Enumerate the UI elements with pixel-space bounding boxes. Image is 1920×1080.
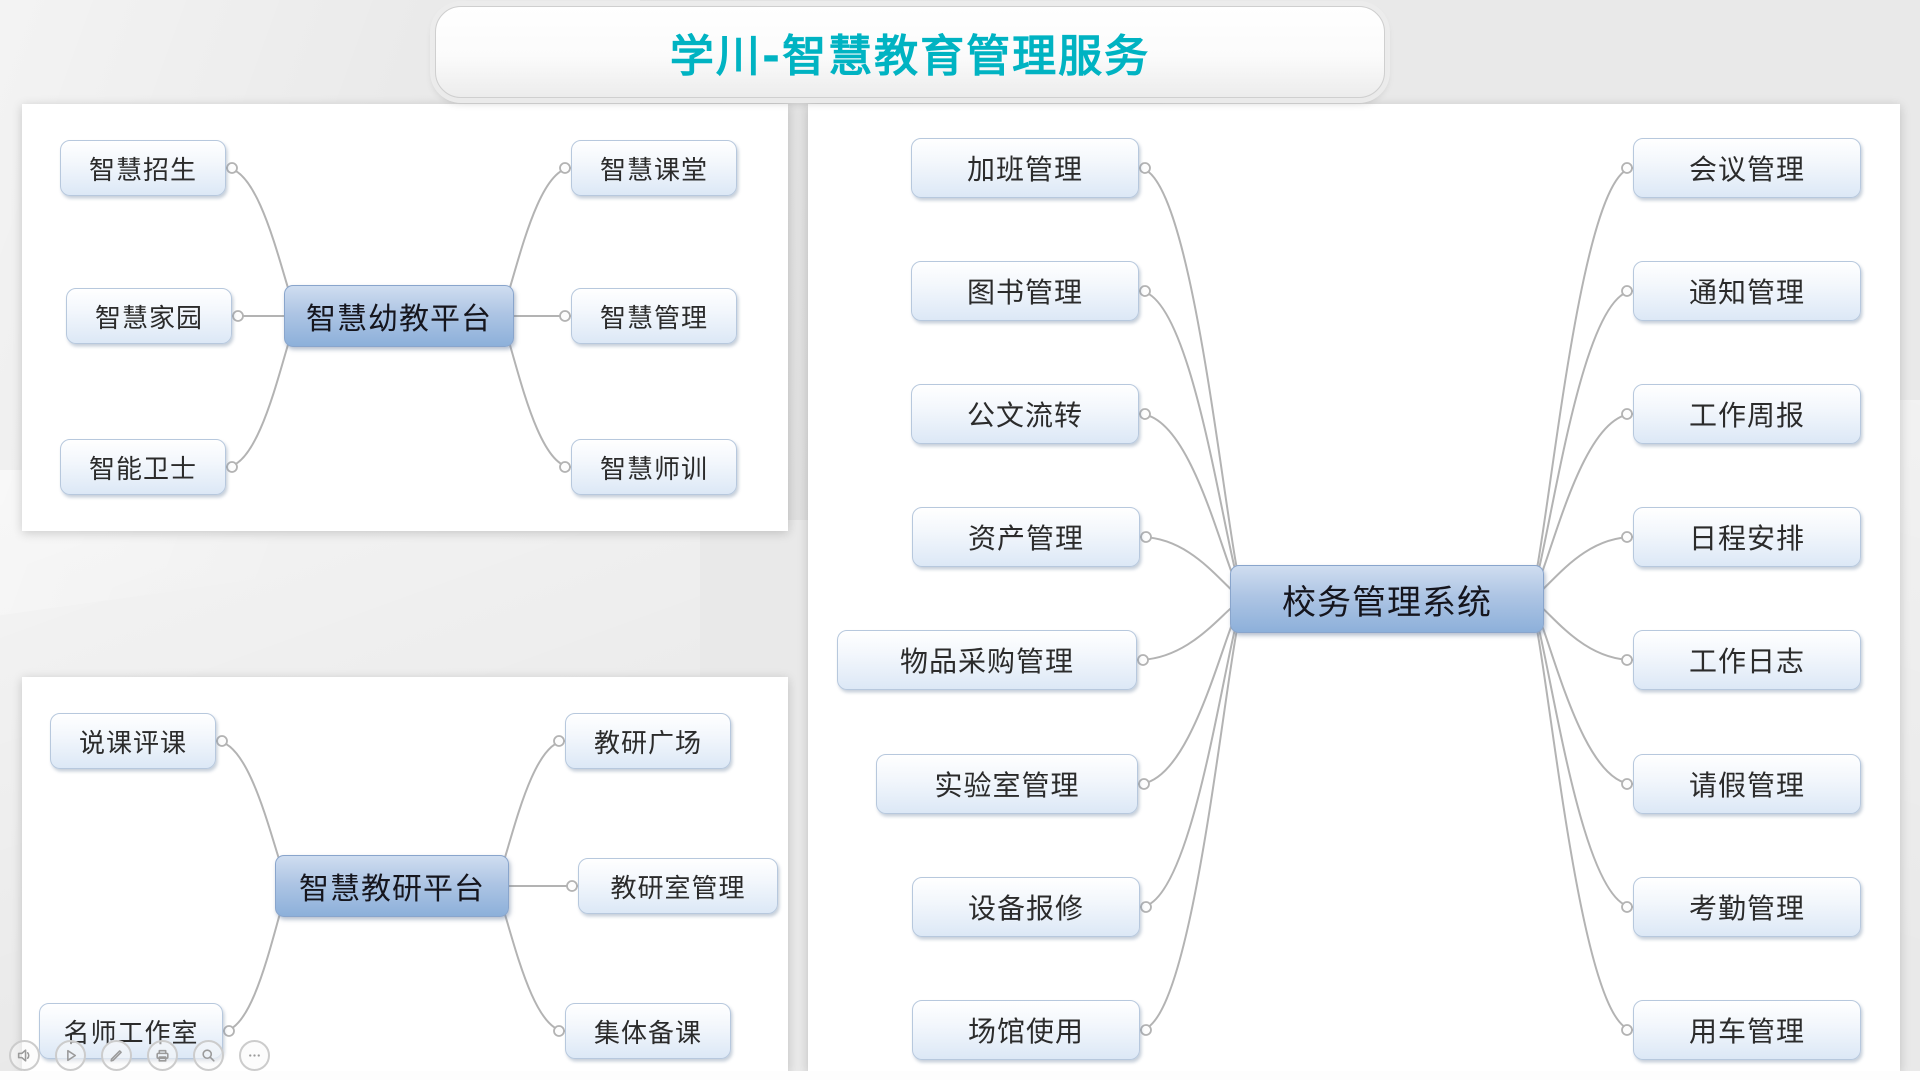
node-research-right-0: 教研广场 (565, 713, 731, 769)
node-preschool-right-1-label: 智慧管理 (599, 303, 708, 334)
node-preschool-right-1: 智慧管理 (571, 288, 737, 344)
node-research-center-label: 智慧教研平台 (299, 872, 485, 907)
node-preschool-right-2: 智慧师训 (571, 439, 737, 495)
node-school-left-0-label: 加班管理 (966, 153, 1083, 186)
node-preschool-left-1-label: 智慧家园 (94, 303, 203, 334)
node-school-left-0: 加班管理 (911, 138, 1139, 198)
node-school-left-7-label: 场馆使用 (967, 1015, 1084, 1048)
node-school-left-6: 设备报修 (912, 877, 1140, 937)
node-preschool-center-label: 智慧幼教平台 (306, 302, 492, 337)
node-research-left-1-label: 名师工作室 (63, 1018, 199, 1049)
page-title: 学川-智慧教育管理服务 (669, 31, 1151, 82)
node-school-left-3: 资产管理 (912, 507, 1140, 567)
printer-icon (156, 1049, 169, 1062)
node-school-right-6-label: 考勤管理 (1688, 892, 1805, 925)
node-school-right-7-label: 用车管理 (1688, 1015, 1805, 1048)
pencil-icon (110, 1050, 122, 1062)
node-preschool-right-2-label: 智慧师训 (599, 454, 708, 485)
node-preschool-left-2-label: 智能卫士 (88, 454, 197, 485)
node-preschool-right-0: 智慧课堂 (571, 140, 737, 196)
player-controls (9, 1040, 270, 1071)
node-preschool-left-0-label: 智慧招生 (88, 155, 197, 186)
pencil-button[interactable] (101, 1040, 132, 1071)
node-research-right-2: 集体备课 (565, 1003, 731, 1059)
node-preschool-left-2: 智能卫士 (60, 439, 226, 495)
node-research-left-0-label: 说课评课 (78, 728, 187, 759)
node-school-right-2: 工作周报 (1633, 384, 1861, 444)
node-school-left-4-label: 物品采购管理 (899, 645, 1074, 678)
node-school-left-4: 物品采购管理 (837, 630, 1137, 690)
node-school-right-6: 考勤管理 (1633, 877, 1861, 937)
node-school-right-3-label: 日程安排 (1688, 522, 1805, 555)
node-school-left-3-label: 资产管理 (967, 522, 1084, 555)
node-research-right-0-label: 教研广场 (593, 728, 702, 759)
node-school-right-7: 用车管理 (1633, 1000, 1861, 1060)
node-school-left-5-label: 实验室管理 (934, 769, 1080, 802)
play-button[interactable] (55, 1040, 86, 1071)
node-research-center: 智慧教研平台 (275, 855, 509, 917)
volume-button[interactable] (9, 1040, 40, 1071)
node-research-right-1-label: 教研室管理 (610, 873, 746, 904)
more-icon (249, 1054, 260, 1057)
title-banner: 学川-智慧教育管理服务 (435, 6, 1385, 98)
node-research-right-1: 教研室管理 (578, 858, 778, 914)
node-school-right-2-label: 工作周报 (1688, 399, 1805, 432)
node-preschool-left-0: 智慧招生 (60, 140, 226, 196)
node-school-left-1: 图书管理 (911, 261, 1139, 321)
node-school-right-5: 请假管理 (1633, 754, 1861, 814)
node-preschool-right-0-label: 智慧课堂 (599, 155, 708, 186)
node-school-right-4-label: 工作日志 (1688, 645, 1805, 678)
node-school-left-2-label: 公文流转 (966, 399, 1083, 432)
magnifier-icon (202, 1049, 215, 1062)
node-school-right-0: 会议管理 (1633, 138, 1861, 198)
node-preschool-center: 智慧幼教平台 (284, 285, 514, 347)
node-school-left-5: 实验室管理 (876, 754, 1138, 814)
node-school-center: 校务管理系统 (1230, 565, 1544, 633)
printer-button[interactable] (147, 1040, 178, 1071)
node-research-right-2-label: 集体备课 (593, 1018, 702, 1049)
node-school-left-6-label: 设备报修 (967, 892, 1084, 925)
bottom-strip (0, 1071, 1920, 1080)
node-school-center-label: 校务管理系统 (1282, 582, 1492, 623)
volume-icon (17, 1049, 30, 1062)
node-school-right-3: 日程安排 (1633, 507, 1861, 567)
node-school-right-4: 工作日志 (1633, 630, 1861, 690)
node-preschool-left-1: 智慧家园 (66, 288, 232, 344)
node-school-right-1-label: 通知管理 (1688, 276, 1805, 309)
magnifier-button[interactable] (193, 1040, 224, 1071)
node-school-left-7: 场馆使用 (912, 1000, 1140, 1060)
node-school-right-5-label: 请假管理 (1688, 769, 1805, 802)
more-button[interactable] (239, 1040, 270, 1071)
play-icon (67, 1049, 77, 1062)
node-school-left-2: 公文流转 (911, 384, 1139, 444)
node-school-right-0-label: 会议管理 (1688, 153, 1805, 186)
node-school-left-1-label: 图书管理 (966, 276, 1083, 309)
node-school-right-1: 通知管理 (1633, 261, 1861, 321)
node-research-left-0: 说课评课 (50, 713, 216, 769)
